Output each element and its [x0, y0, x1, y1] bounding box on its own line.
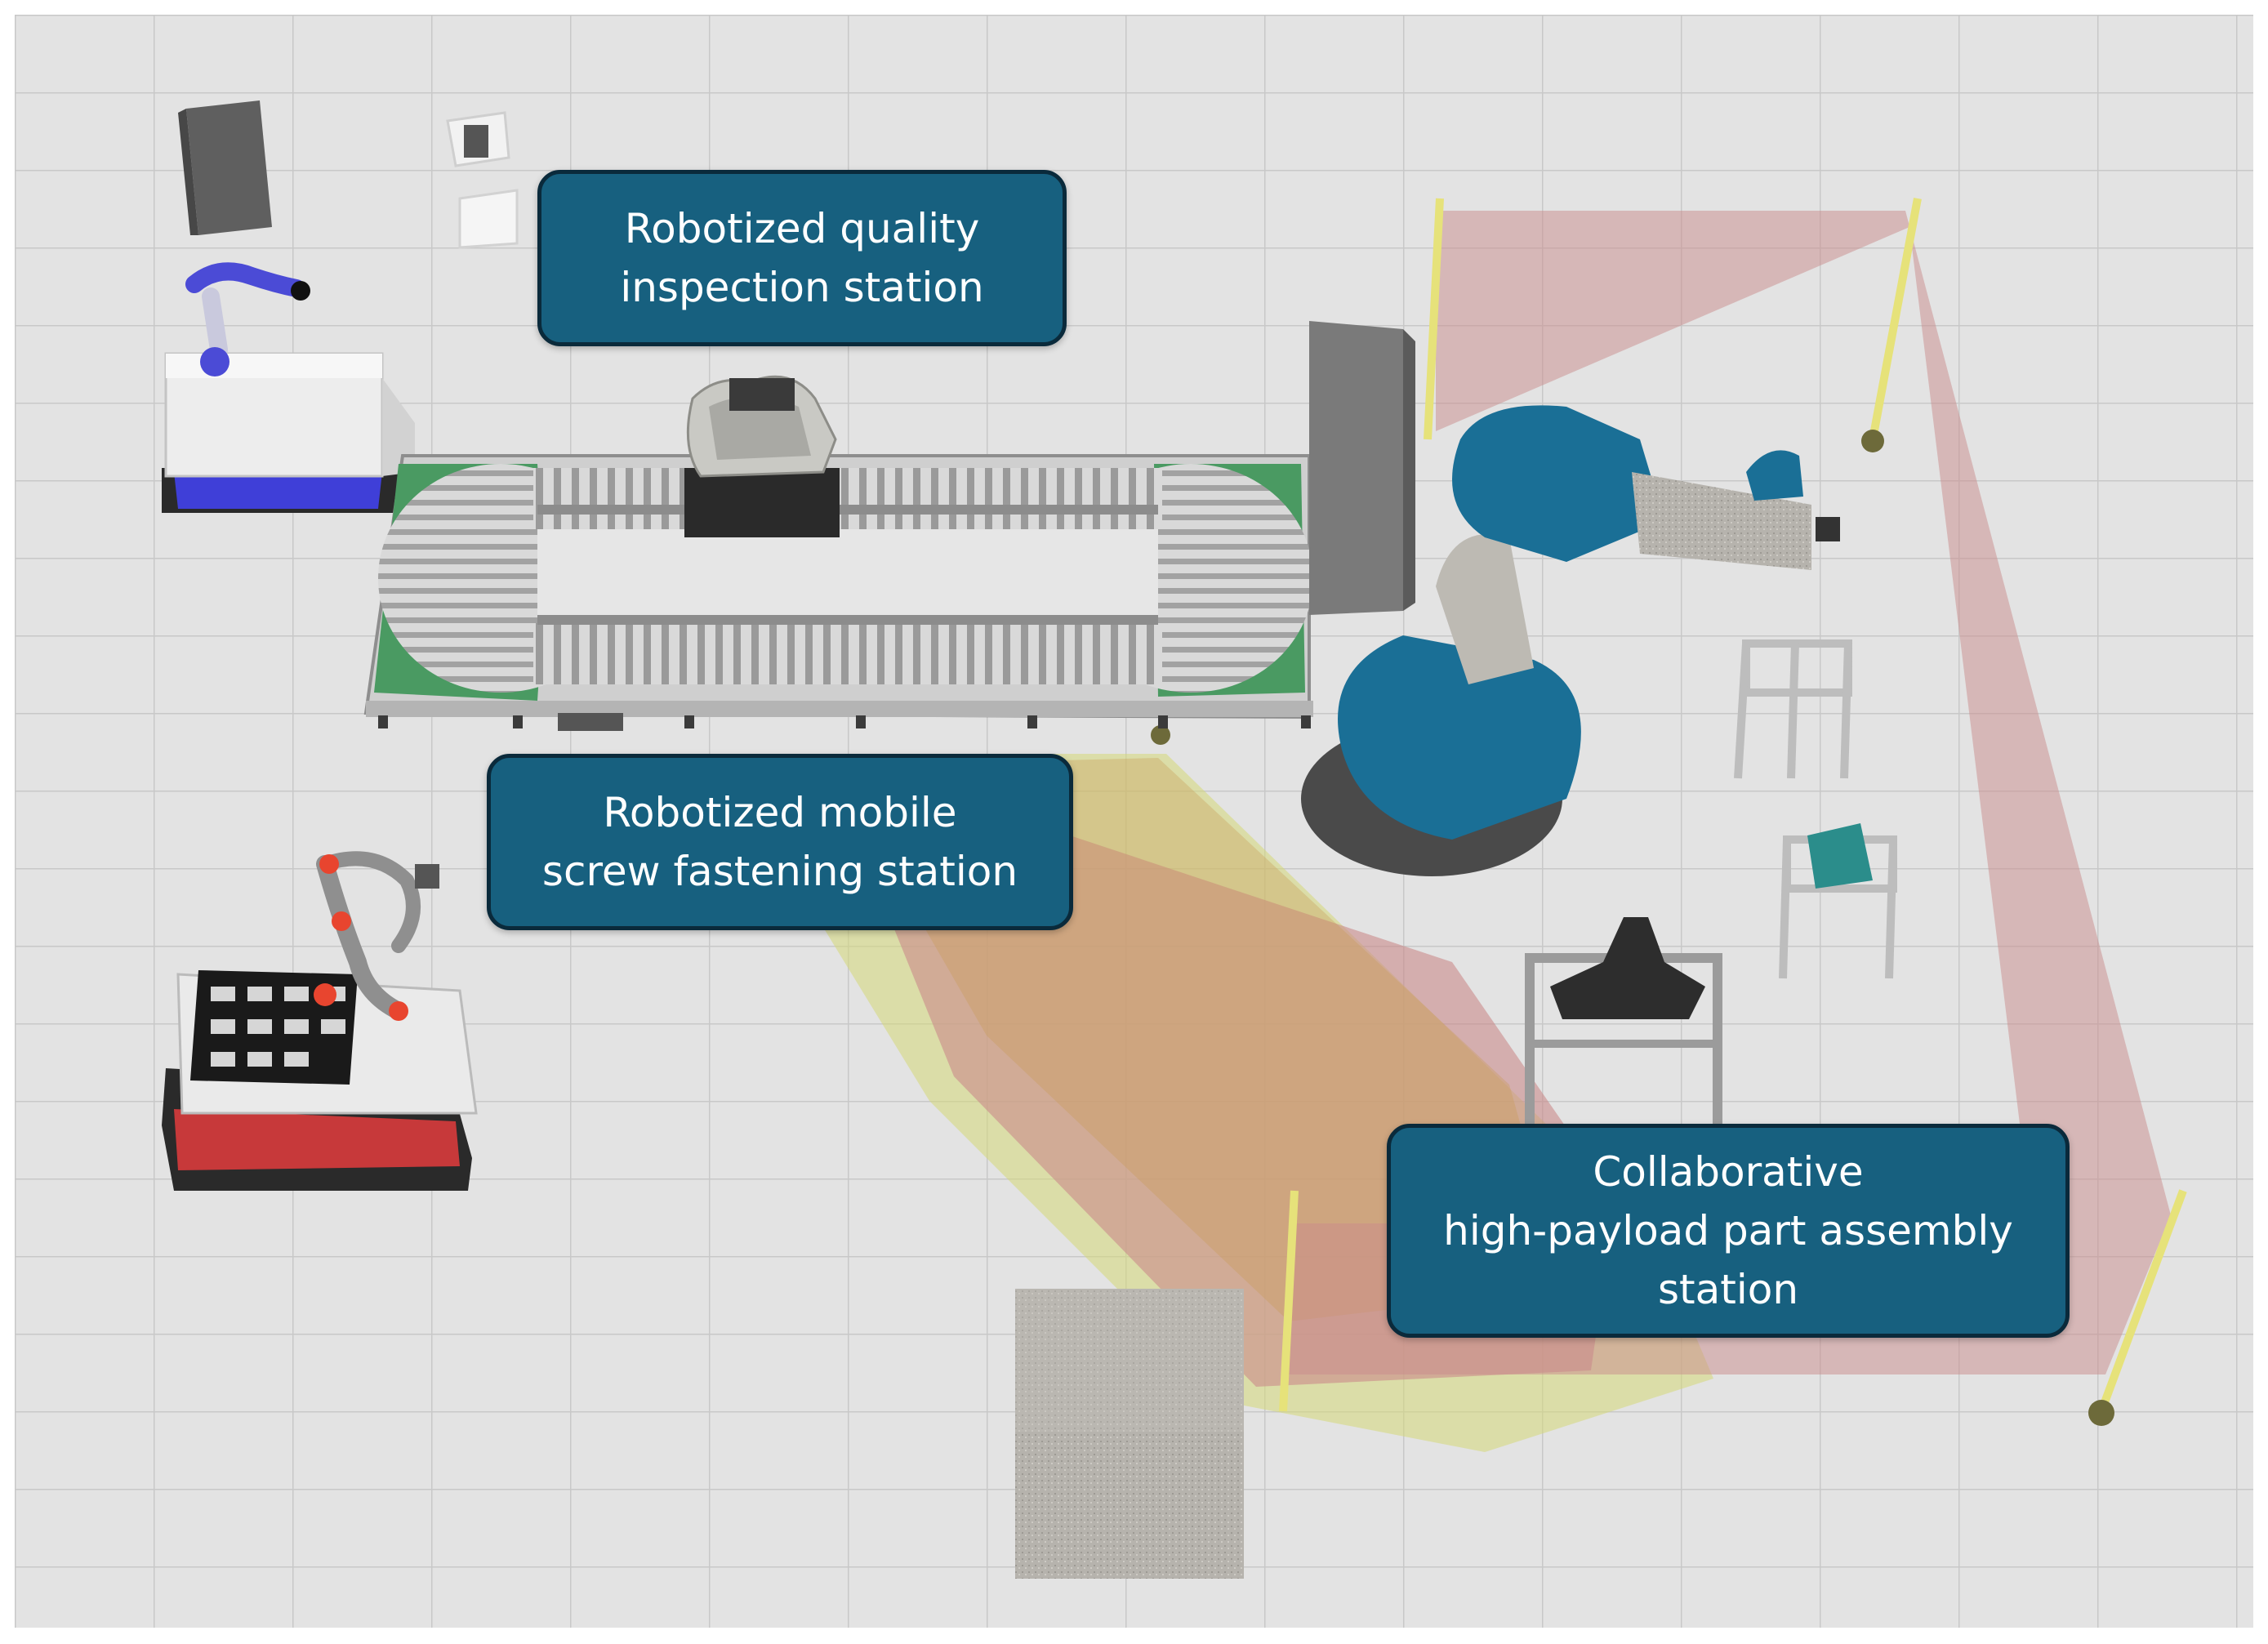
- light-curtain-base: [2088, 1400, 2114, 1426]
- callout-line: Collaborative: [1593, 1148, 1864, 1196]
- callout-line: inspection station: [620, 264, 984, 311]
- light-curtain-post: [1869, 198, 1922, 440]
- callout-line: screw fastening station: [541, 848, 1018, 895]
- simulation-viewport[interactable]: Robotized quality inspection station Rob…: [15, 15, 2253, 1628]
- mobile-robot-screw-fastening: [162, 851, 478, 1191]
- light-curtain-base: [1861, 430, 1884, 452]
- light-curtain-post: [1424, 198, 1444, 440]
- callout-line: Robotized quality: [624, 205, 980, 252]
- conveyor-loop: [363, 375, 1313, 731]
- factory-scene: [15, 15, 2253, 1628]
- light-curtain-post: [1279, 1190, 1299, 1412]
- light-curtain-post: [2097, 1189, 2187, 1413]
- callout-screw-fastening-station: Robotized mobile screw fastening station: [487, 754, 1073, 930]
- mobile-robot-inspection: [162, 262, 415, 513]
- callout-line: station: [1657, 1266, 1799, 1313]
- light-curtain-base: [1151, 725, 1170, 745]
- wall-panel: [1309, 321, 1415, 615]
- material-block: [1015, 1289, 1244, 1579]
- callout-line: Robotized mobile: [603, 789, 957, 836]
- callout-assembly-station: Collaborative high-payload part assembly…: [1387, 1124, 2070, 1338]
- safety-fence-light-curtain: [1289, 211, 2171, 1374]
- callout-quality-inspection-station: Robotized quality inspection station: [537, 170, 1067, 346]
- storage-tower: [178, 100, 519, 249]
- industrial-robot: [1301, 405, 1840, 876]
- callout-line: high-payload part assembly: [1443, 1207, 2013, 1254]
- assembly-part-teal: [1807, 823, 1873, 889]
